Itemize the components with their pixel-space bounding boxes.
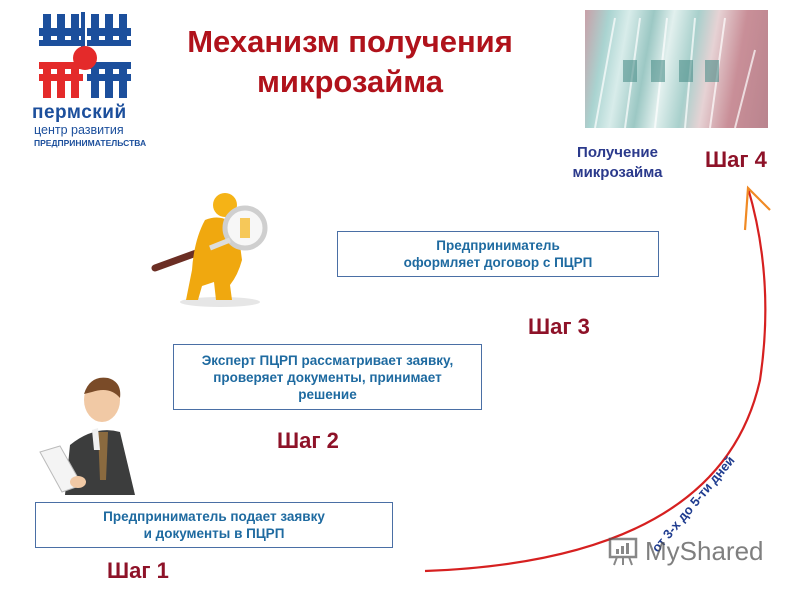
step1-text-line2: и документы в ПЦРП xyxy=(143,526,285,541)
logo-emblem-icon xyxy=(39,12,131,98)
step3-box: Предприниматель оформляет договор с ПЦРП xyxy=(337,231,659,277)
logo-line1: пермский xyxy=(32,102,127,123)
page-title: Механизм получения микрозайма xyxy=(150,22,550,102)
watermark: MyShared xyxy=(607,535,764,567)
title-line2: микрозайма xyxy=(256,64,444,99)
step3-label: Шаг 3 xyxy=(528,314,590,339)
searcher-figure xyxy=(150,190,280,310)
magnifier-person-icon xyxy=(151,193,268,307)
step1-label: Шаг 1 xyxy=(107,558,169,583)
logo: пермский центр развития ПРЕДПРИНИМАТЕЛЬС… xyxy=(30,10,146,150)
watermark-text: MyShared xyxy=(645,535,764,566)
money-image xyxy=(585,10,768,128)
businessman-figure xyxy=(30,370,160,495)
step1-text-line1: Предприниматель подает заявку xyxy=(103,509,325,524)
step4-label: Шаг 4 xyxy=(705,147,767,172)
step2-box: Эксперт ПЦРП рассматривает заявку, прове… xyxy=(173,344,482,410)
businessman-icon xyxy=(39,377,135,495)
step2-text-line3: решение xyxy=(298,386,357,402)
step2-text-line2: проверяет документы, принимает xyxy=(213,369,442,385)
title-line1: Механизм получения xyxy=(187,24,513,59)
banknotes-icon xyxy=(594,17,756,128)
step3-text-line2: оформляет договор с ПЦРП xyxy=(403,255,593,270)
step1-box: Предприниматель подает заявку и документ… xyxy=(35,502,393,548)
logo-line3: ПРЕДПРИНИМАТЕЛЬСТВА xyxy=(34,138,147,148)
step4-result-text: Получение микрозайма xyxy=(555,143,680,183)
step2-label: Шаг 2 xyxy=(277,428,339,453)
step4-text-line2: микрозайма xyxy=(572,164,663,181)
step2-text-line1: Эксперт ПЦРП рассматривает заявку, xyxy=(201,352,454,368)
step3-text-line1: Предприниматель xyxy=(436,238,560,253)
presentation-board-icon xyxy=(608,537,638,566)
step4-text-line1: Получение xyxy=(577,144,658,161)
logo-line2: центр развития xyxy=(34,123,124,137)
